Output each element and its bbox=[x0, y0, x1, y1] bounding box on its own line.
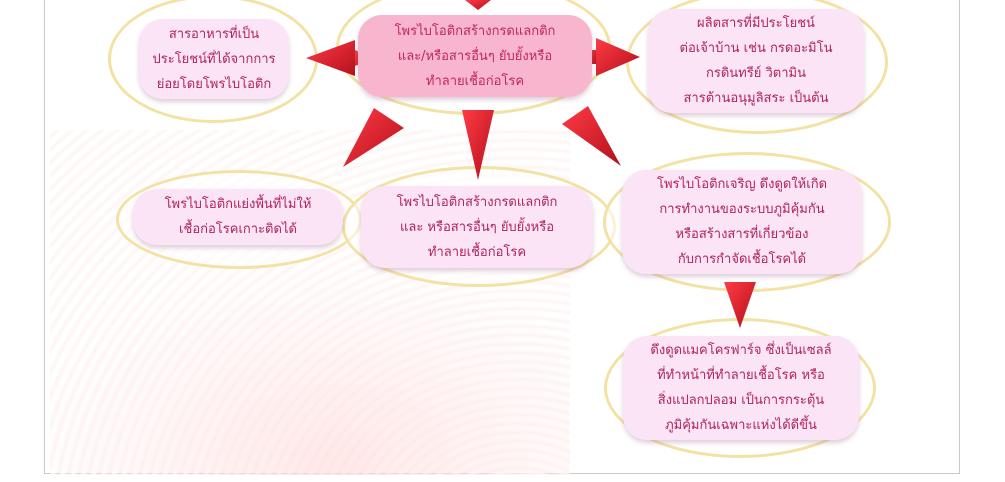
node-lactic-acid-top: โพรไบโอติกสร้างกรดแลกติก และ/หรือสารอื่น… bbox=[358, 15, 592, 97]
node-immune-stimulation: โพรไบโอติกเจริญ ดึงดูดให้เกิด การทำงานขอ… bbox=[622, 170, 862, 274]
node-space-competition: โพรไบโอติกแย่งพื้นที่ไม่ให้ เชื้อก่อโรคเ… bbox=[133, 189, 343, 245]
node-beneficial-substances: ผลิตสารที่มีประโยชน์ ต่อเจ้าบ้าน เช่น กร… bbox=[648, 9, 864, 113]
node-macrophage: ดึงดูดแมคโครฟาร์จ ซึ่งเป็นเซลล์ ที่ทำหน้… bbox=[623, 336, 859, 440]
node-nutrients: สารอาหารที่เป็น ประโยชน์ที่ได้จากการ ย่อ… bbox=[139, 19, 289, 99]
node-lactic-acid-mid: โพรไบโอติกสร้างกรดแลกติก และ หรือสารอื่น… bbox=[361, 186, 593, 268]
